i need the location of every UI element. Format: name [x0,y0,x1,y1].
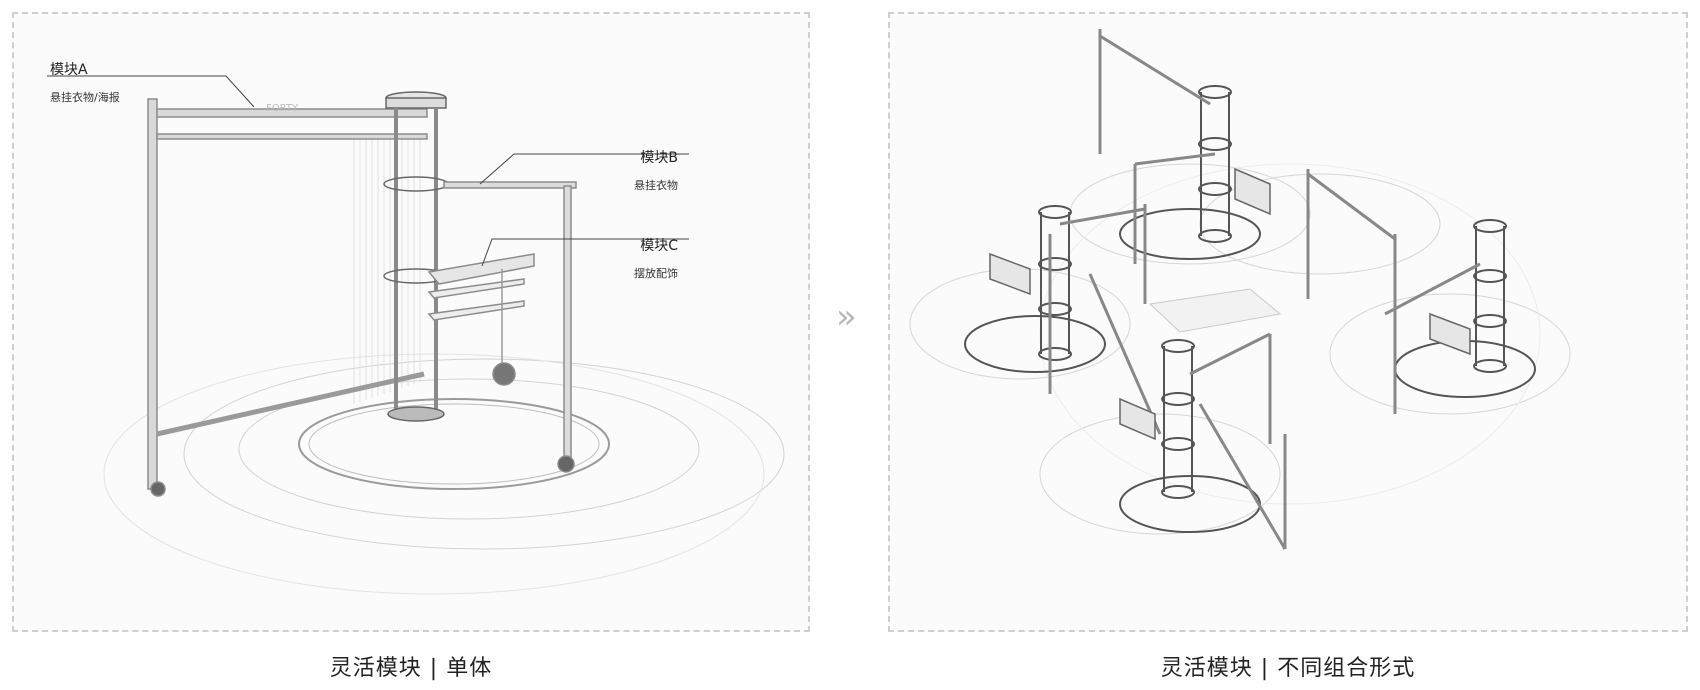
module-b-subtitle: 悬挂衣物 [634,179,678,192]
module-c-tray [427,253,535,386]
module-c-subtitle: 摆放配饰 [634,267,678,280]
module-a-subtitle: 悬挂衣物/海报 [50,91,120,104]
combination-caption: 灵活模块 | 不同组合形式 [1160,656,1416,681]
module-b-title: 模块B [640,150,678,166]
floor-rings [103,353,785,595]
combination-trays [989,167,1471,441]
single-module-caption: 灵活模块 | 单体 [329,656,493,681]
tower-right [1473,219,1507,373]
module-b-rail [443,181,577,473]
module-a-frame [147,98,428,497]
module-a-title: 模块A [50,62,88,78]
module-c-title: 模块C [640,238,678,254]
tower-left [1038,205,1072,361]
tower-bottom [1161,339,1195,499]
double-chevron-right-icon: » [836,297,857,337]
sign-board: FORTY [266,103,299,114]
tower-top [1198,85,1232,243]
module-a-label: 模块A 悬挂衣物/海报 [50,59,120,105]
central-tower [383,91,449,422]
module-c-label: 模块C 摆放配饰 [634,235,678,281]
combination-panel [888,12,1688,632]
center-table [1148,288,1282,333]
combination-frames [1048,29,1481,550]
combination-towers [1038,85,1507,499]
module-b-label: 模块B 悬挂衣物 [634,147,678,193]
single-module-panel: FORTY [12,12,810,632]
combination-illustration [909,29,1571,550]
single-module-illustration: FORTY [47,75,785,595]
leader-lines [47,75,689,267]
